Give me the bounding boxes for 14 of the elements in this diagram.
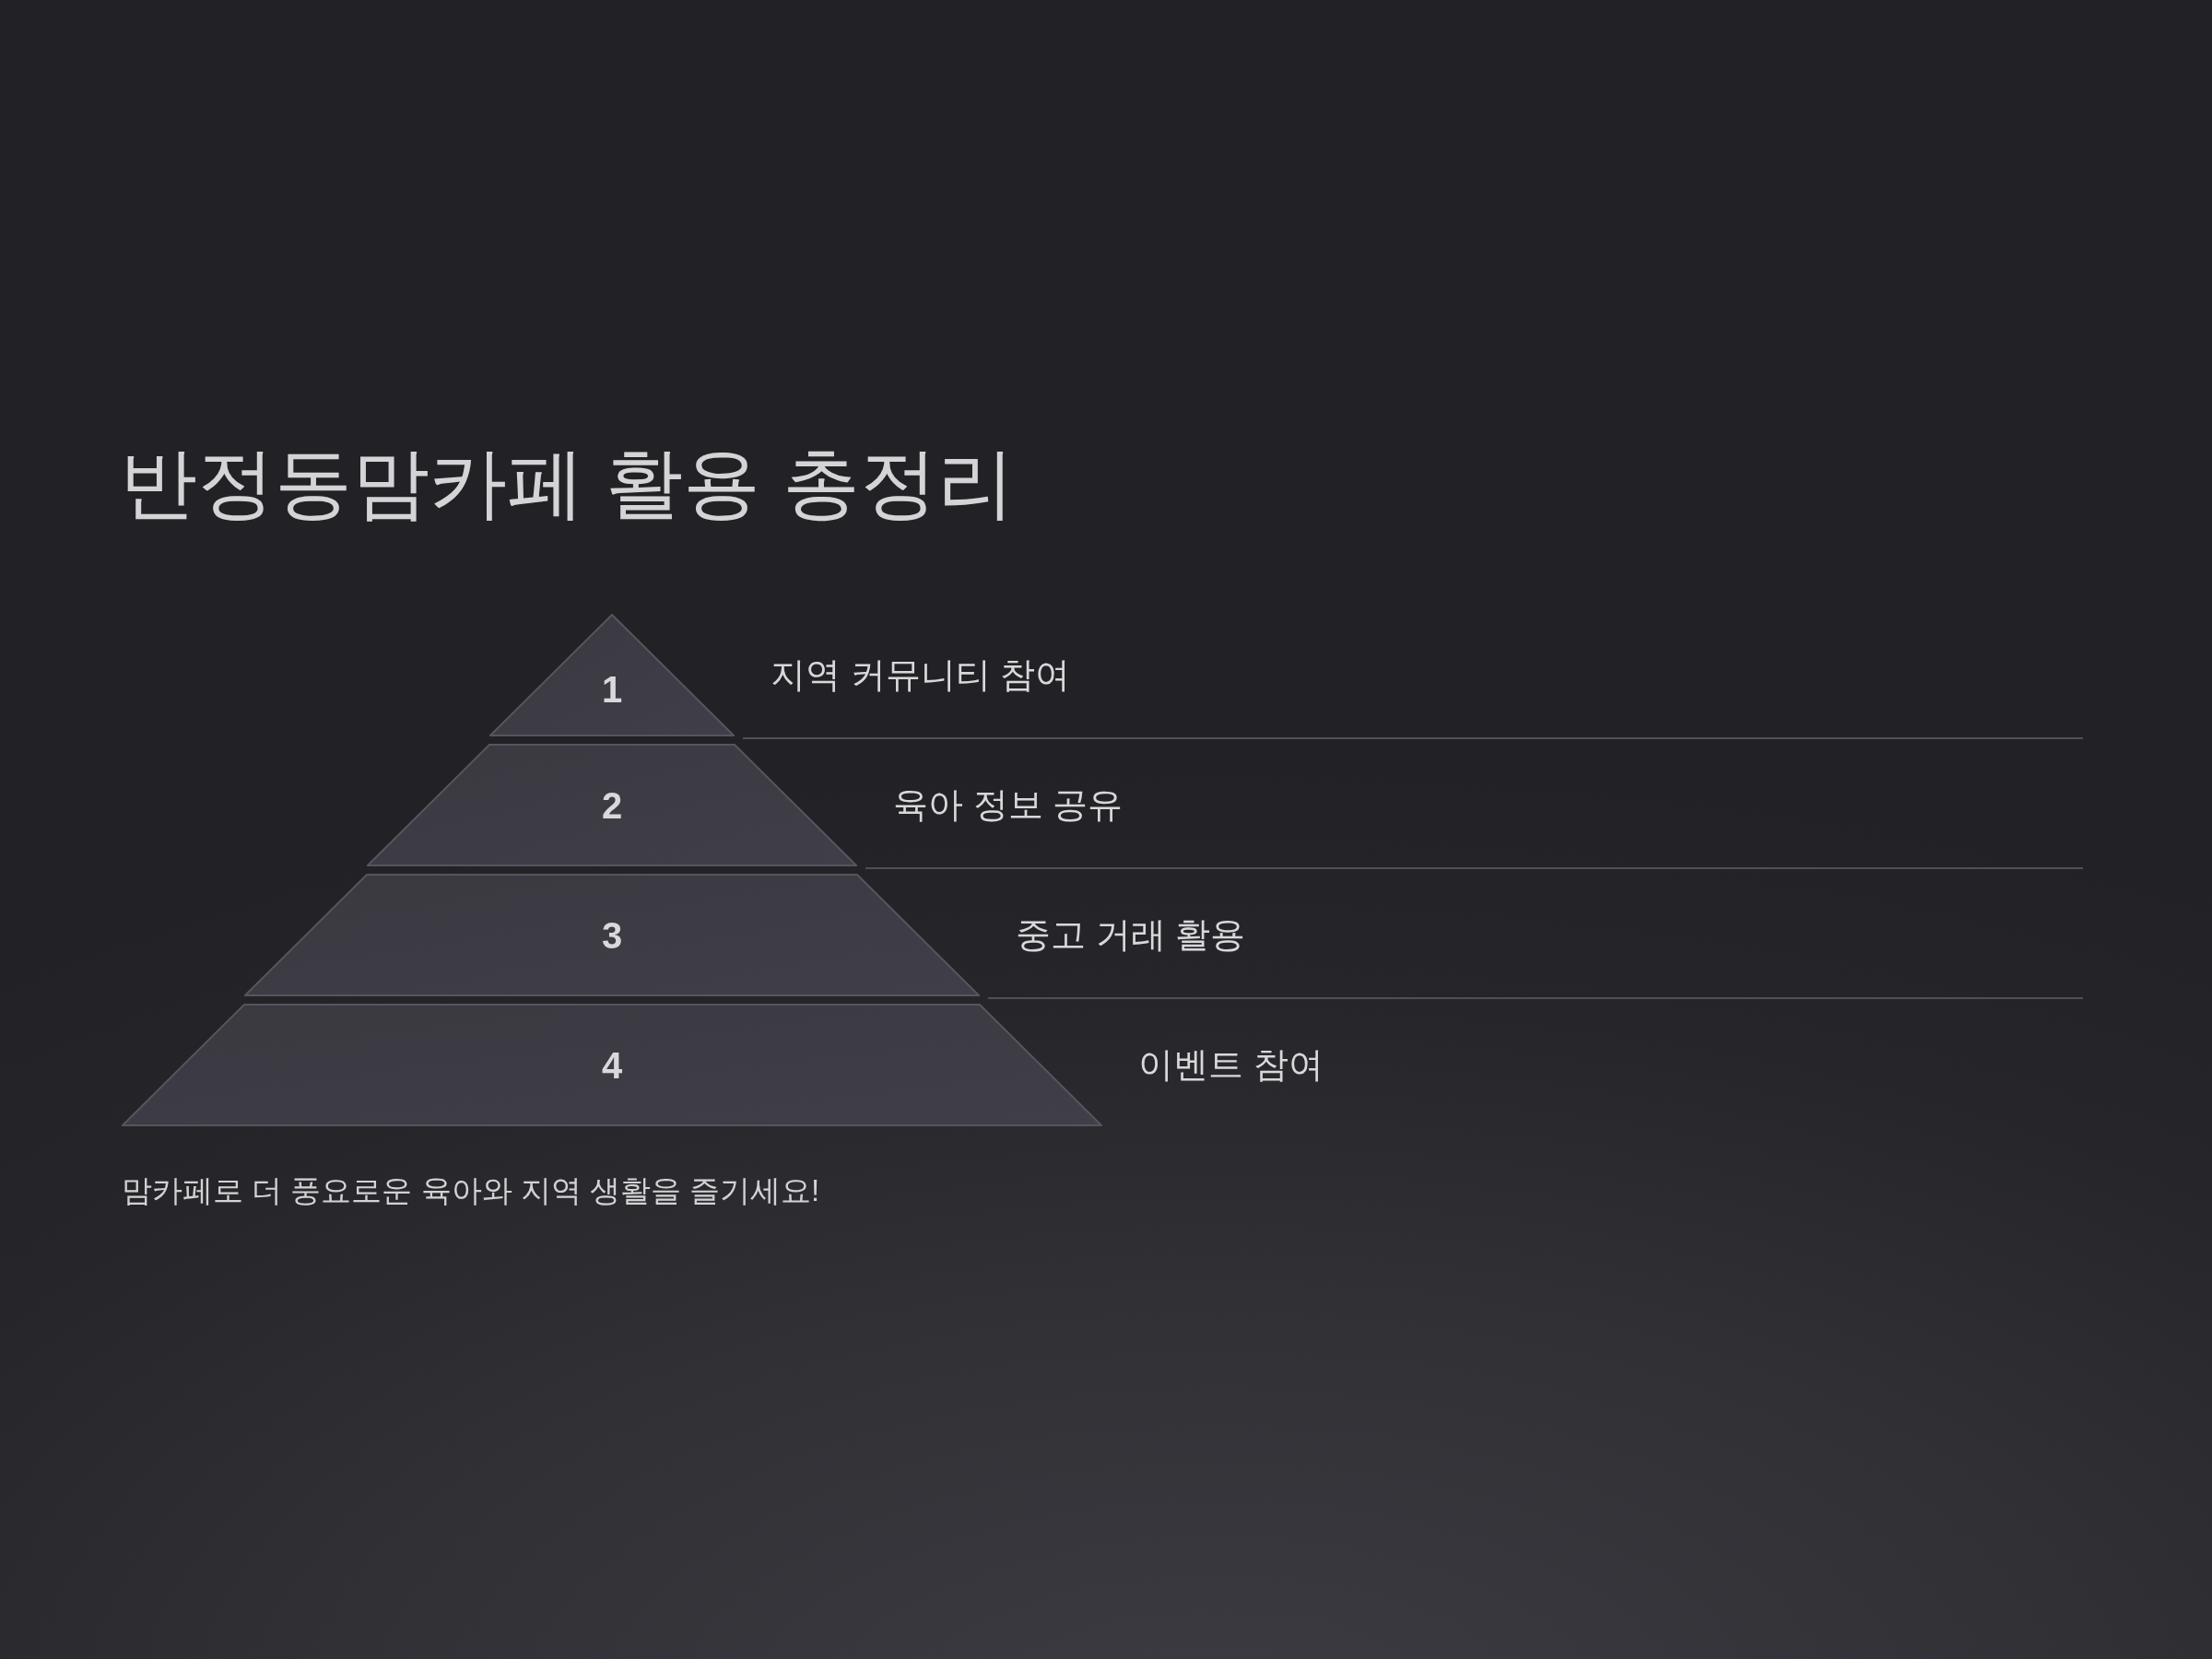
pyramid-level — [122, 1004, 1102, 1126]
pyramid-level — [489, 614, 735, 736]
level-label: 중고 거래 활용 — [1016, 913, 1246, 956]
pyramid-level — [244, 874, 980, 996]
level-number: 2 — [601, 786, 623, 824]
level-label: 육아 정보 공유 — [893, 783, 1124, 826]
level-number: 4 — [601, 1046, 623, 1084]
pyramid-level — [367, 744, 857, 866]
level-label: 이벤트 참여 — [1138, 1043, 1324, 1086]
level-label: 지역 커뮤니티 참여 — [771, 653, 1071, 696]
level-number: 3 — [601, 916, 623, 954]
caption: 맘카페로 더 풍요로운 육아와 지역 생활을 즐기세요! — [122, 1172, 820, 1209]
title: 반정동맘카페 활용 총정리 — [120, 439, 1015, 528]
level-number: 1 — [601, 670, 623, 708]
